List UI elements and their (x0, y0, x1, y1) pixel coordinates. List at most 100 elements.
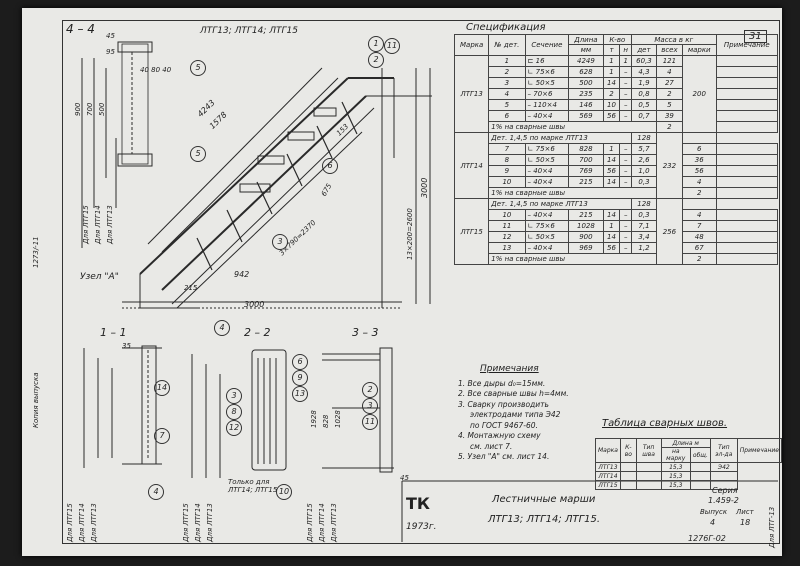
spec-det: 9 (488, 165, 526, 177)
spec-h-det: № дет. (488, 34, 526, 56)
dim-35: 35 (122, 342, 131, 350)
spec-note (715, 88, 779, 100)
spec-h-qty: К-во (602, 34, 633, 45)
spec-mass-mark: 256 (655, 198, 683, 265)
section-4-4-label: 4 – 4 (66, 22, 95, 36)
spec-mass-all: 36 (681, 154, 717, 166)
weld-cell: 15,3 (660, 471, 691, 481)
weld-h-electrode: Тип эл-да (709, 438, 738, 463)
spec-length: 700 (568, 154, 604, 166)
weld-cell (619, 471, 637, 481)
spec-note (715, 99, 779, 111)
spec-length: 4249 (568, 55, 604, 67)
weld-cell: 15,3 (660, 480, 691, 490)
weld-cell: 15,3 (660, 462, 691, 472)
spec-note (715, 253, 779, 265)
spec-det: 6 (488, 110, 526, 122)
spec-qty-t: 56 (602, 165, 621, 177)
spec-length: 1028 (568, 220, 604, 232)
spec-qty-t: 1 (602, 66, 621, 78)
callout-14: 14 (154, 380, 170, 396)
spec-qty-t: 14 (602, 209, 621, 221)
spec-note (715, 110, 779, 122)
weld-h-qty: К-во (619, 438, 637, 463)
callout-3-b: 3 (226, 388, 242, 404)
margin-mid-left: Копия выпуска (32, 372, 40, 428)
spec-qty-t: 56 (602, 110, 621, 122)
spec-weld-val: 2 (681, 187, 717, 199)
spec-ref-text: Дет. 1,4,5 по марке ЛТГ13 (488, 132, 632, 144)
stamp-sheet-label: Лист (736, 508, 754, 516)
spec-length: 828 (568, 143, 604, 155)
stamp-tk: ТК (406, 494, 430, 513)
spec-mark: ЛТГ15 (453, 198, 490, 265)
spec-mass-all: 56 (681, 165, 717, 177)
weld-cell (689, 480, 711, 490)
spec-ref-val: 128 (631, 198, 657, 210)
spec-det: 13 (488, 242, 526, 254)
spec-section: – 40×4 (524, 209, 570, 221)
callout-10: 10 (276, 484, 292, 500)
callout-5-top: 5 (190, 60, 206, 76)
spec-mass-all: 67 (681, 242, 717, 254)
weld-cell: ЛТГ14 (595, 471, 621, 481)
spec-mass-all: 121 (655, 55, 683, 67)
spec-mass-det: 0,3 (631, 209, 657, 221)
stamp-title-1: Лестничные марши (492, 494, 596, 505)
section-1-1-label: 1 – 1 (100, 326, 127, 339)
note-line: см. лист 7. (470, 441, 513, 451)
spec-qty-n: – (619, 220, 632, 232)
spec-weld-text: 1% на сварные швы (488, 187, 657, 199)
spec-title: Спецификация (466, 22, 546, 33)
spec-section: – 110×4 (524, 99, 570, 111)
weld-row: ЛТГ14 15,3 (595, 471, 782, 481)
spec-mass-det: 0,5 (631, 99, 657, 111)
callout-13: 13 (292, 386, 308, 402)
spec-length: 900 (568, 231, 604, 243)
spec-qty-t: 14 (602, 77, 621, 89)
dim-45b: 45 (400, 474, 409, 482)
spec-mass-all: 4 (681, 209, 717, 221)
spec-det: 11 (488, 220, 526, 232)
callout-11: 11 (384, 38, 400, 54)
spec-h-mass-mark: марки (681, 44, 717, 56)
spec-det: 10 (488, 209, 526, 221)
spec-note (715, 165, 779, 177)
spec-section: ∟ 50×5 (524, 77, 570, 89)
spec-note (715, 77, 779, 89)
callout-4-a: 4 (214, 320, 230, 336)
node-a-label: Узел "А" (80, 272, 119, 282)
weld-cell (689, 462, 711, 472)
spec-mass-mark: 200 (681, 55, 717, 133)
stamp-issue: 4 (710, 518, 716, 527)
dim-942: 942 (234, 270, 250, 279)
spec-section: ∟ 75×6 (524, 220, 570, 232)
spec-section: ∟ 50×5 (524, 231, 570, 243)
spec-length: 146 (568, 99, 604, 111)
spec-note (681, 132, 717, 144)
callout-6-a: 6 (322, 158, 338, 174)
note-line: 5. Узел "А" см. лист 14. (458, 452, 550, 461)
spec-section: ⊏ 16 (524, 55, 570, 67)
spec-mass-all: 5 (655, 99, 683, 111)
spec-length: 628 (568, 66, 604, 78)
spec-mass-all: 7 (681, 220, 717, 232)
label-for-ltg15-d: Для ЛТГ15 (306, 503, 314, 542)
callout-1: 1 (368, 36, 384, 52)
weld-h-per-mark: на марку (660, 447, 691, 463)
callout-4-b: 4 (148, 484, 164, 500)
spec-length: 769 (568, 165, 604, 177)
spec-note (715, 66, 779, 78)
spec-det: 12 (488, 231, 526, 243)
dim-900: 900 (74, 102, 82, 116)
weld-cell (709, 471, 738, 481)
section-4-4-marks: ЛТГ13; ЛТГ14; ЛТГ15 (200, 26, 298, 36)
spec-mass-det: 7,1 (631, 220, 657, 232)
spec-note (715, 242, 779, 254)
spec-mass-det: 0,3 (631, 176, 657, 188)
note-line: 3. Сварку производить (458, 399, 549, 409)
